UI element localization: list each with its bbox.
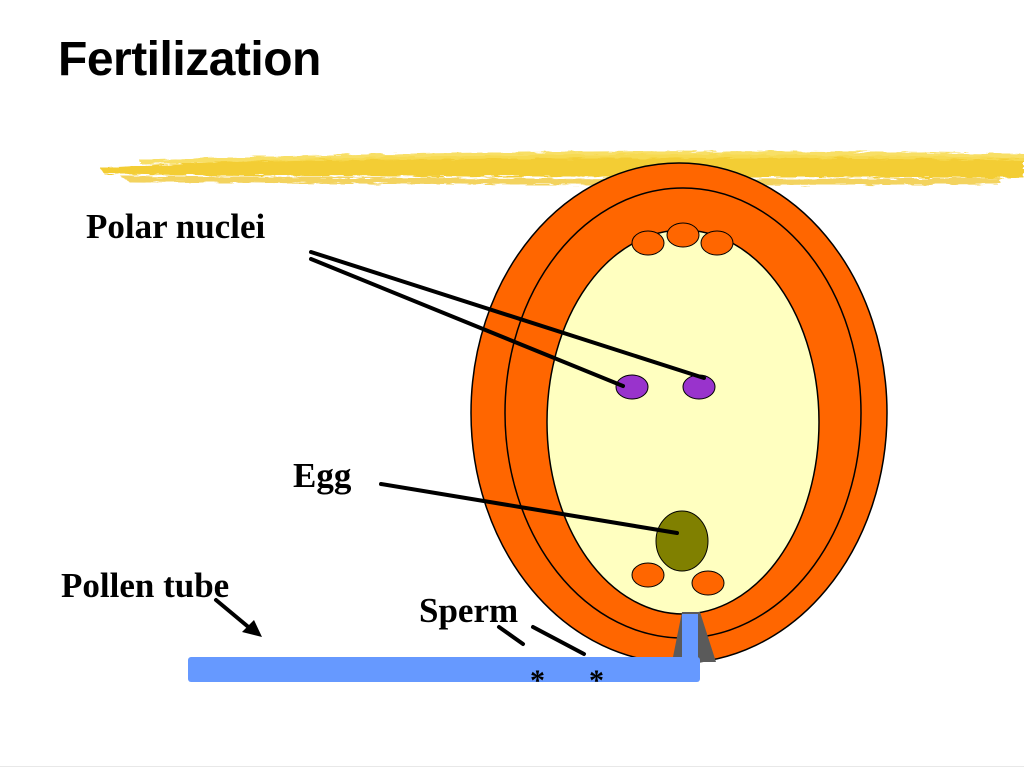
sperm-leader-left bbox=[497, 625, 525, 646]
polar-nucleus-right bbox=[682, 374, 716, 400]
synergid-cells bbox=[631, 562, 725, 596]
egg-cell bbox=[655, 510, 709, 572]
label-sperm: Sperm bbox=[419, 591, 519, 630]
leader-lines bbox=[309, 250, 706, 656]
label-polar-nuclei: Polar nuclei bbox=[86, 207, 266, 246]
sperm-marker-1: * bbox=[530, 664, 545, 697]
pollen-tube-arrow bbox=[214, 598, 262, 637]
antipodal-cells bbox=[631, 222, 734, 256]
slide-title: Fertilization bbox=[58, 33, 321, 86]
label-egg: Egg bbox=[293, 456, 352, 495]
egg-leader bbox=[379, 482, 679, 535]
slide-bottom-divider bbox=[0, 766, 1024, 767]
sperm-marker-2: * bbox=[589, 664, 604, 697]
polar-nucleus-left bbox=[615, 374, 649, 400]
pollen-tube bbox=[188, 614, 700, 682]
polar-nuclei-leader-right bbox=[309, 250, 706, 380]
sperm-leader-right bbox=[531, 625, 586, 656]
highlighter-stroke bbox=[100, 151, 1024, 185]
polar-nuclei-leader-left bbox=[309, 257, 625, 388]
label-pollen-tube: Pollen tube bbox=[61, 566, 230, 605]
